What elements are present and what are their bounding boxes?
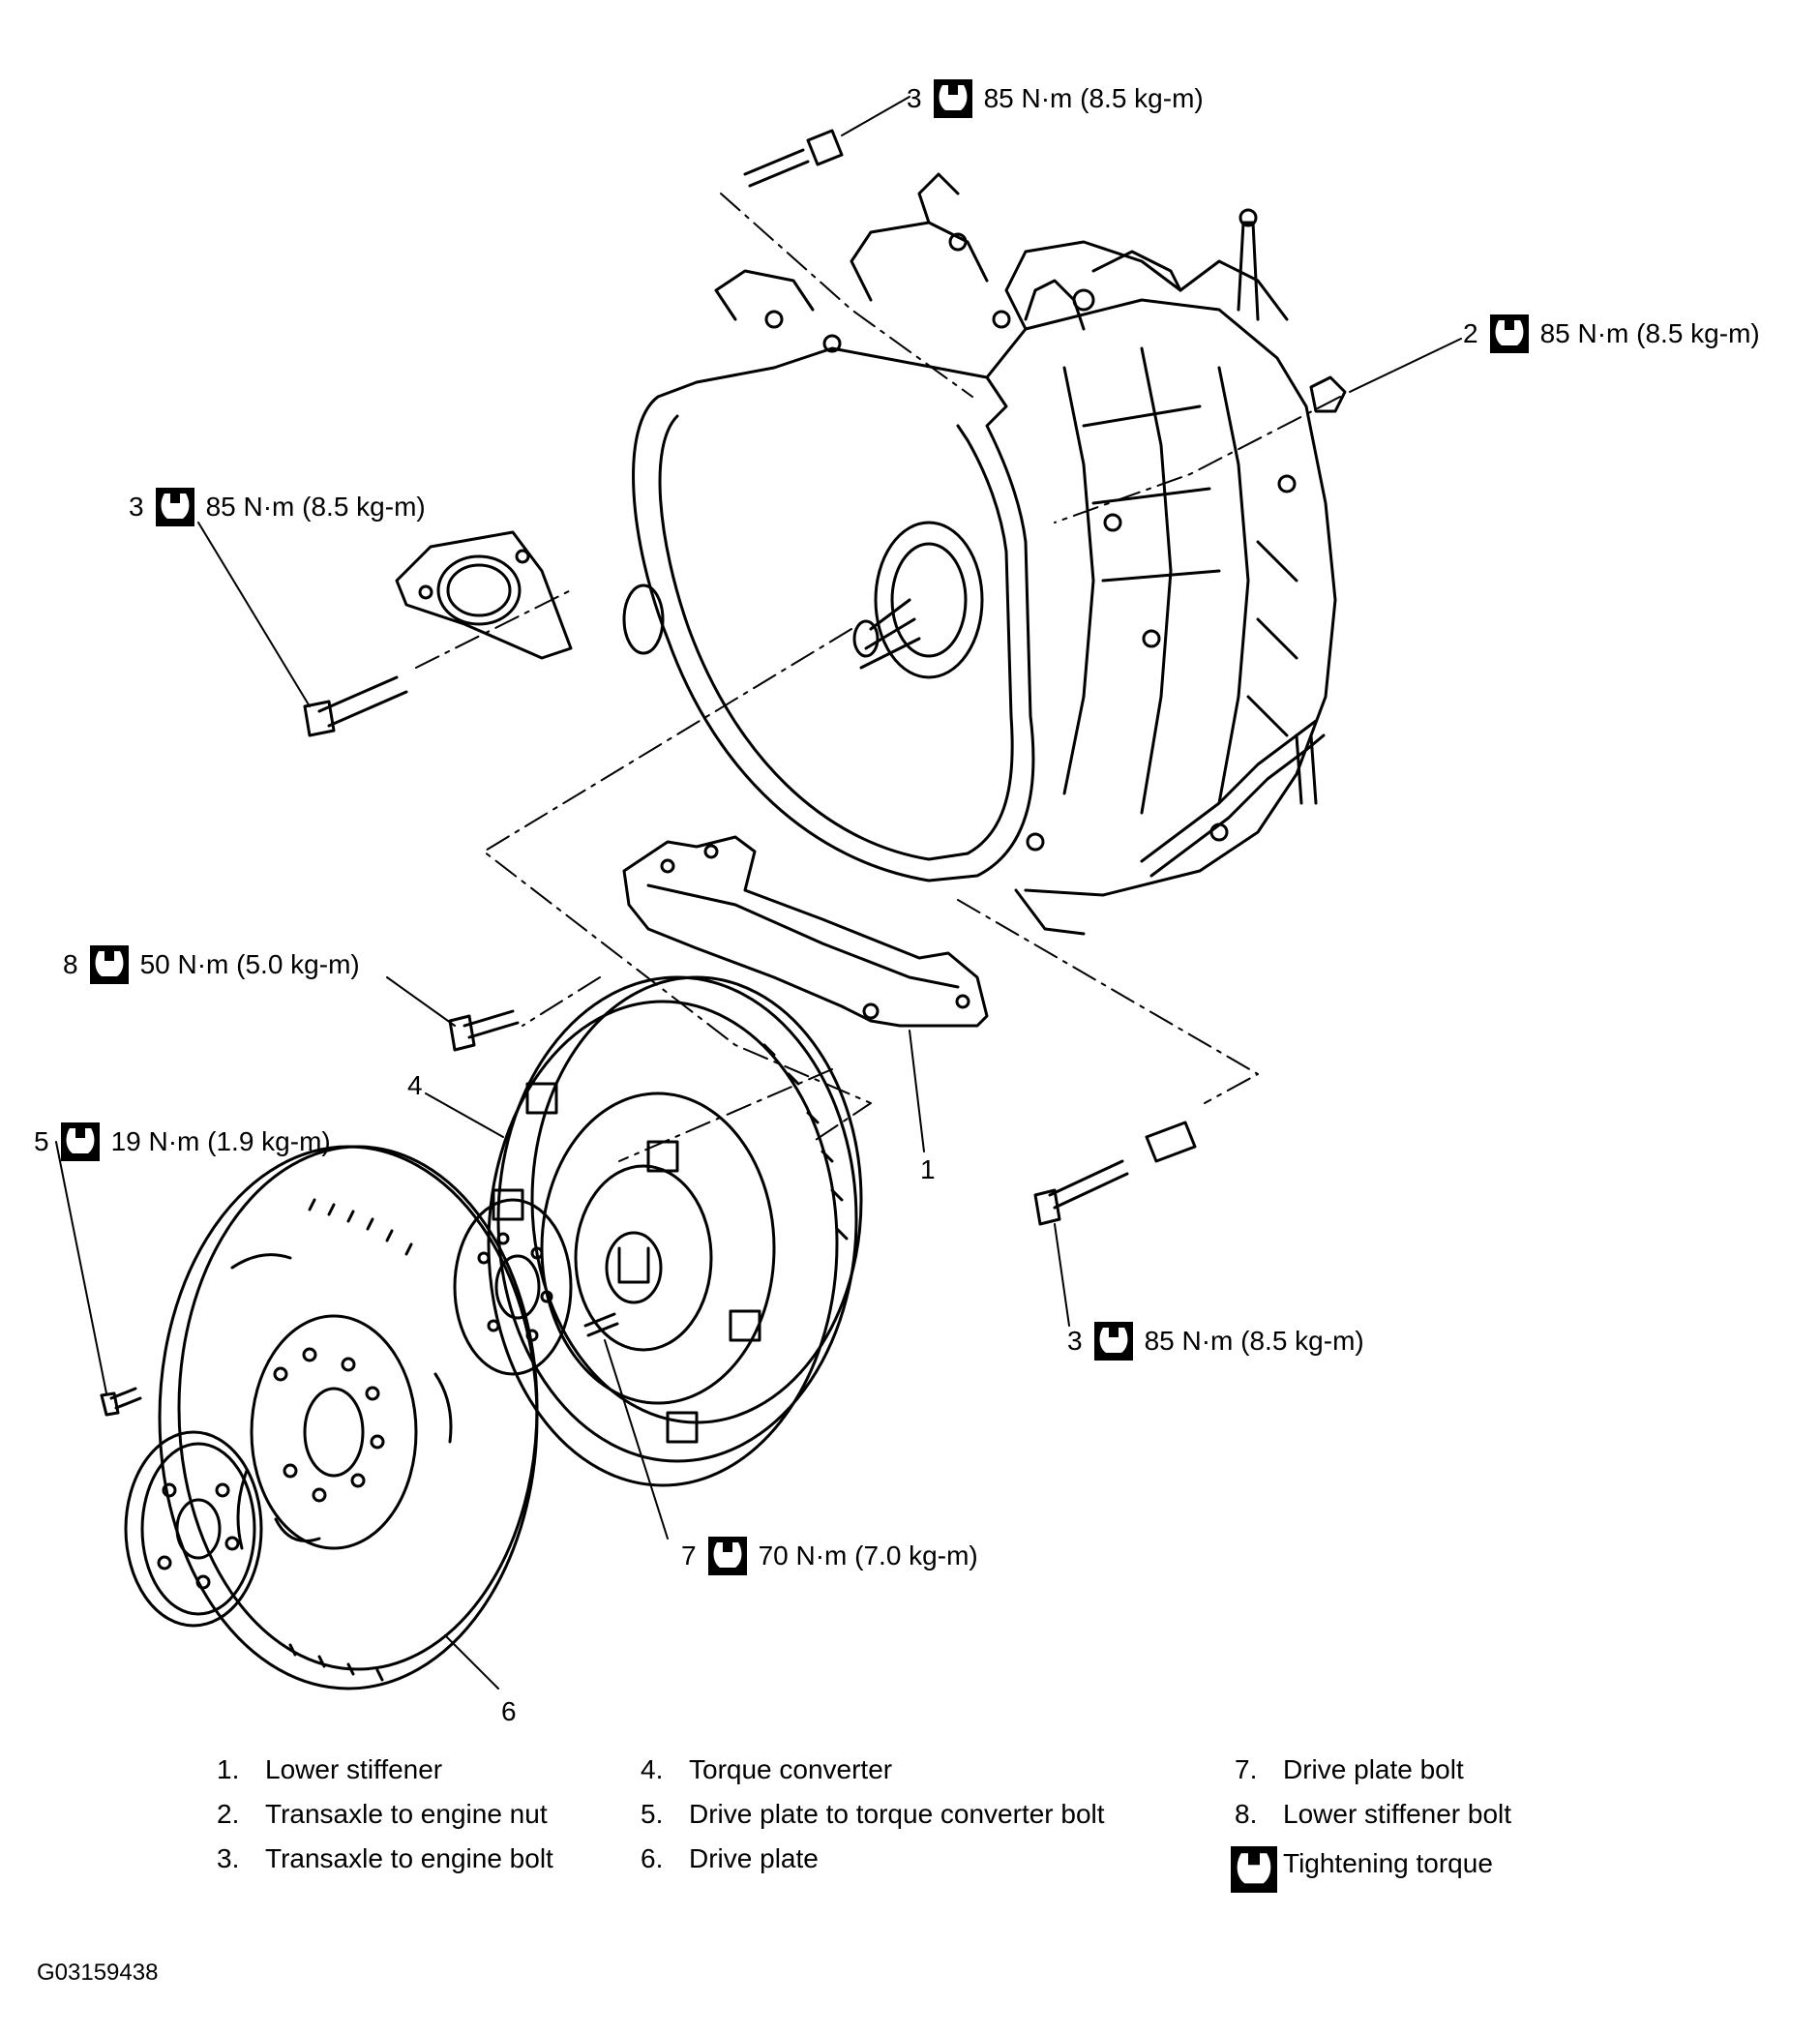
bolt-3-top	[743, 129, 844, 188]
transaxle-housing	[632, 172, 1337, 936]
callout-number: 8	[63, 949, 78, 979]
legend-label: Drive plate to torque converter bolt	[689, 1799, 1105, 1829]
bolt-8	[448, 1009, 520, 1052]
part-label-torque-converter: 4	[407, 1070, 423, 1100]
bolt-7	[583, 1312, 619, 1337]
callout-number: 3	[129, 492, 144, 522]
legend-item-3: 3. Transaxle to engine bolt	[217, 1845, 553, 1872]
legend-number: 1.	[217, 1754, 240, 1784]
callout-bolt-3-top: 3 85 N·m (8.5 kg-m)	[907, 79, 1204, 118]
callout-number: 2	[1463, 318, 1478, 348]
torque-value: 19 N·m (1.9 kg-m)	[110, 1126, 331, 1156]
callout-bolt-3-left: 3 85 N·m (8.5 kg-m)	[129, 488, 426, 526]
bolt-3-left	[303, 675, 408, 737]
dowel-sleeve	[1145, 1121, 1197, 1163]
bolt-5	[100, 1387, 142, 1417]
torque-wrench-icon	[1489, 314, 1529, 353]
alignment-lines	[415, 193, 1341, 1162]
torque-converter	[487, 975, 863, 1487]
part-label-drive-plate: 6	[501, 1696, 517, 1726]
torque-value: 70 N·m (7.0 kg-m)	[758, 1540, 978, 1570]
legend-label: Drive plate	[689, 1843, 819, 1873]
legend-number: 7.	[1235, 1754, 1258, 1784]
callout-bolt-3-right: 3 85 N·m (8.5 kg-m)	[1067, 1322, 1364, 1361]
callout-number: 3	[1067, 1326, 1083, 1356]
legend-number: 8.	[1235, 1799, 1258, 1829]
torque-wrench-icon	[155, 488, 194, 526]
part-label-lower-stiffener: 1	[920, 1154, 936, 1184]
legend-label: Lower stiffener	[265, 1754, 443, 1784]
nut-2	[1309, 375, 1347, 413]
legend-number: 6.	[641, 1843, 664, 1873]
callout-nut-2: 2 85 N·m (8.5 kg-m)	[1463, 314, 1760, 353]
torque-value: 85 N·m (8.5 kg-m)	[1144, 1326, 1364, 1356]
legend-number: 4.	[641, 1754, 664, 1784]
legend-item-5: 5. Drive plate to torque converter bolt	[641, 1801, 1105, 1828]
torque-wrench-icon	[89, 945, 129, 984]
legend-label: Lower stiffener bolt	[1283, 1799, 1512, 1829]
exploded-view-diagram	[55, 96, 1462, 1690]
legend-item-7: 7. Drive plate bolt	[1235, 1756, 1464, 1783]
legend-label: Drive plate bolt	[1283, 1754, 1464, 1784]
adapter-plate	[453, 1198, 573, 1376]
legend-label: Transaxle to engine bolt	[265, 1843, 553, 1873]
callout-bolt-5: 5 19 N·m (1.9 kg-m)	[34, 1122, 331, 1161]
figure-id: G03159438	[37, 1959, 159, 1986]
legend-number: 3.	[217, 1843, 240, 1873]
torque-value: 50 N·m (5.0 kg-m)	[139, 949, 360, 979]
legend-number: 5.	[641, 1799, 664, 1829]
legend-label: Torque converter	[689, 1754, 893, 1784]
legend-item-6: 6. Drive plate	[641, 1845, 819, 1872]
torque-value: 85 N·m (8.5 kg-m)	[1539, 318, 1760, 348]
legend-item-1: 1. Lower stiffener	[217, 1756, 442, 1783]
drive-plate	[158, 1145, 539, 1690]
legend-label: Transaxle to engine nut	[265, 1799, 548, 1829]
legend-item-2: 2. Transaxle to engine nut	[217, 1801, 548, 1828]
torque-value: 85 N·m (8.5 kg-m)	[983, 83, 1204, 113]
torque-wrench-icon	[933, 79, 972, 118]
callout-number: 3	[907, 83, 922, 113]
seal-ring	[622, 583, 665, 655]
torque-value: 85 N·m (8.5 kg-m)	[205, 492, 426, 522]
torque-wrench-icon	[1093, 1322, 1133, 1361]
legend-key-label: Tightening torque	[1283, 1848, 1493, 1878]
lower-stiffener	[622, 835, 989, 1028]
callout-bolt-8: 8 50 N·m (5.0 kg-m)	[63, 945, 360, 984]
torque-wrench-icon	[1231, 1846, 1277, 1893]
gasket-plate	[395, 530, 573, 660]
legend-item-4: 4. Torque converter	[641, 1756, 892, 1783]
bolt-3-right	[1033, 1159, 1129, 1226]
torque-wrench-icon	[707, 1537, 747, 1575]
leader-lines	[55, 96, 1462, 1690]
legend-key-tightening-torque: Tightening torque	[1231, 1846, 1493, 1893]
torque-wrench-icon	[60, 1122, 100, 1161]
callout-bolt-7: 7 70 N·m (7.0 kg-m)	[681, 1537, 978, 1575]
callout-number: 7	[681, 1540, 697, 1570]
legend-number: 2.	[217, 1799, 240, 1829]
crank-hub	[124, 1430, 263, 1628]
legend-item-8: 8. Lower stiffener bolt	[1235, 1801, 1511, 1828]
callout-number: 5	[34, 1126, 49, 1156]
